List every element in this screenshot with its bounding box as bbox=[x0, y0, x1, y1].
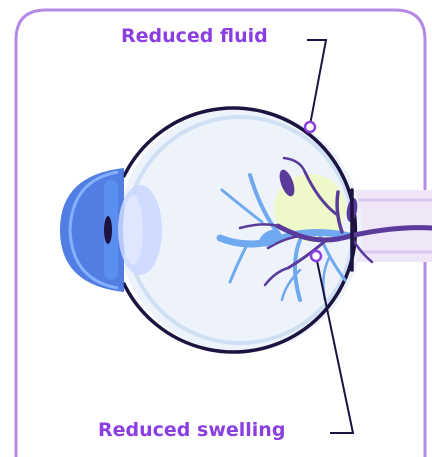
pupil bbox=[104, 216, 112, 244]
swelling-marker-icon bbox=[311, 251, 321, 261]
lens-capsule bbox=[123, 195, 143, 265]
label-reduced-fluid: Reduced fluid bbox=[121, 27, 268, 46]
label-reduced-swelling: Reduced swelling bbox=[98, 421, 285, 440]
leader-line-fluid bbox=[307, 40, 326, 125]
fluid-marker-icon bbox=[305, 122, 315, 132]
